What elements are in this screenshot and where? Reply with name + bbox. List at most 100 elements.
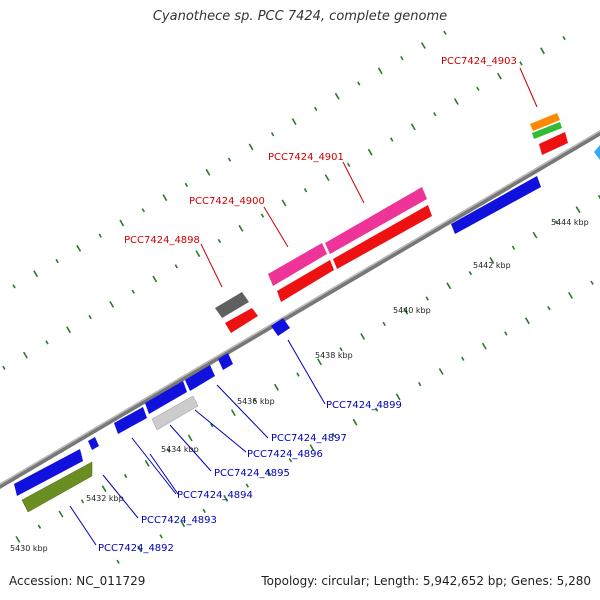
gene-4902[interactable]	[451, 176, 541, 234]
tick-mark	[144, 459, 150, 467]
tick-mark	[453, 98, 459, 105]
gene-4892[interactable]	[21, 461, 93, 513]
bottom-leader-lines	[69, 339, 326, 546]
tick-mark	[227, 157, 232, 162]
gene-edge-lightblue[interactable]	[594, 145, 600, 160]
tick-mark	[367, 148, 373, 156]
tick-mark	[266, 469, 272, 477]
tick-mark	[141, 208, 145, 213]
tick-mark	[575, 206, 581, 214]
gene-4900[interactable]	[268, 243, 327, 286]
tick-mark	[167, 448, 171, 453]
tick-mark	[55, 258, 59, 264]
tick-mark	[317, 358, 322, 366]
tick-mark	[532, 231, 538, 239]
gene-label-4901[interactable]: PCC7424_4901	[268, 152, 344, 163]
tick-mark	[403, 307, 409, 315]
tick-mark	[76, 244, 82, 252]
tick-mark	[461, 356, 465, 361]
genome-backbone-highlight	[0, 130, 600, 485]
tick-mark	[131, 289, 135, 294]
tick-mark	[562, 35, 566, 41]
gene-label-4900[interactable]: PCC7424_4900	[189, 196, 265, 207]
tick-mark	[303, 188, 308, 193]
tick-mark	[433, 112, 437, 117]
tick-mark	[410, 123, 416, 131]
kbp-label: 5440 kbp	[393, 306, 431, 315]
tick-mark	[162, 194, 168, 202]
topology-text: Topology: circular; Length: 5,942,652 bp…	[261, 574, 591, 588]
gene-4903-green[interactable]	[532, 122, 562, 139]
tick-mark	[205, 168, 211, 176]
tick-mark	[184, 182, 189, 188]
tick-mark	[33, 270, 39, 278]
gene-4898[interactable]	[215, 292, 249, 318]
gene-4898-red[interactable]	[225, 308, 258, 333]
tick-mark	[554, 220, 559, 225]
tick-mark	[123, 473, 128, 479]
tick-mark	[519, 61, 523, 66]
tick-mark	[88, 314, 92, 320]
tick-mark	[390, 137, 394, 142]
tick-mark	[248, 143, 254, 151]
gene-label-4896[interactable]: PCC7424_4896	[247, 449, 323, 460]
genome-backbone	[0, 130, 600, 490]
tick-mark	[274, 383, 279, 391]
lower-strand-genes	[14, 145, 600, 496]
tick-mark	[152, 275, 158, 283]
tick-mark	[400, 55, 404, 61]
gene-4895[interactable]	[145, 381, 187, 414]
tick-mark	[524, 317, 530, 325]
tick-mark	[420, 42, 426, 49]
gene-label-4903[interactable]: PCC7424_4903	[441, 56, 517, 67]
tick-mark	[109, 300, 115, 308]
tick-mark	[309, 444, 315, 452]
tick-mark	[511, 245, 516, 250]
gene-4893[interactable]	[14, 449, 83, 496]
gene-label-4892[interactable]: PCC7424_4892	[98, 543, 174, 554]
tick-mark	[547, 305, 551, 311]
tick-mark	[270, 132, 275, 137]
tick-mark	[489, 256, 495, 264]
tick-mark	[223, 494, 229, 502]
gene-label-4893[interactable]: PCC7424_4893	[141, 515, 217, 526]
gene-4899[interactable]	[271, 318, 290, 336]
gene-4901-red[interactable]	[333, 205, 432, 269]
tick-mark	[159, 534, 163, 539]
tick-mark	[446, 282, 452, 290]
gene-label-4894[interactable]: PCC7424_4894	[177, 490, 253, 501]
tick-mark	[2, 365, 6, 370]
tick-mark	[202, 508, 206, 514]
tick-mark	[443, 30, 447, 35]
gene-label-4899[interactable]: PCC7424_4899	[326, 400, 402, 411]
gene-4896[interactable]	[151, 395, 199, 431]
tick-mark	[346, 162, 351, 168]
tick-mark	[476, 86, 480, 91]
tick-mark	[339, 347, 343, 352]
tick-mark	[174, 264, 178, 269]
tick-mark	[382, 321, 386, 326]
tick-guides	[2, 30, 600, 564]
kbp-label: 5442 kbp	[473, 261, 511, 270]
gene-4893b[interactable]	[88, 437, 99, 450]
gene-label-4895[interactable]: PCC7424_4895	[214, 468, 290, 479]
tick-mark	[288, 458, 293, 463]
gene-4897b[interactable]	[218, 353, 233, 370]
tick-mark	[468, 270, 473, 276]
gene-4900-red[interactable]	[277, 260, 334, 302]
tick-mark	[260, 213, 265, 218]
tick-mark	[195, 250, 201, 258]
gene-4903-red[interactable]	[539, 132, 568, 155]
tick-mark	[187, 434, 193, 442]
gene-4894[interactable]	[114, 407, 147, 434]
tick-mark	[238, 224, 244, 232]
gene-label-4898[interactable]: PCC7424_4898	[124, 235, 200, 246]
gene-label-4897[interactable]: PCC7424_4897	[271, 433, 347, 444]
gene-4897[interactable]	[185, 365, 215, 391]
tick-mark	[137, 545, 143, 553]
tick-mark	[360, 333, 366, 340]
gene-4903-orange[interactable]	[530, 113, 560, 131]
tick-mark	[314, 106, 318, 112]
gene-4901[interactable]	[325, 187, 427, 254]
tick-mark	[438, 368, 444, 375]
